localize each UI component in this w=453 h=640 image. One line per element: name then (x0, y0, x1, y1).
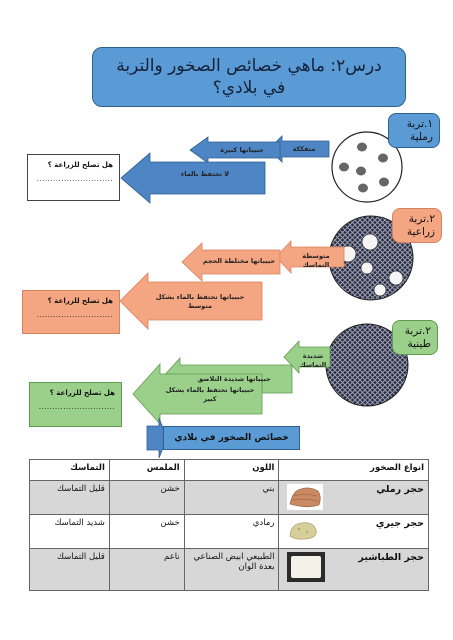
header-cohesion: التماسك (29, 459, 110, 481)
sandstone-image (287, 484, 324, 510)
rock-name-text: حجر رملي (376, 484, 424, 495)
clay-arrow-3-text: حبيباتها تحتفظ بالماء بشكل كبير (165, 386, 255, 403)
cell-rock-name: حجر الطباشير (278, 548, 429, 591)
sandy-arrow-2 (189, 136, 281, 164)
cell-texture: خشن (108, 480, 185, 515)
cell-color: رمادي (183, 514, 280, 549)
table-row: حجر رملي بني خشن قليل التماسك (29, 480, 429, 515)
agri-arrow-1 (275, 239, 345, 275)
rocks-banner-text: خصائص الصخور في بلادي (174, 433, 289, 443)
answer-line: ............................ (38, 403, 115, 411)
header-color: اللون (183, 459, 280, 481)
sand-grain (356, 166, 366, 176)
agri-grain (388, 270, 404, 286)
agri-arrow-2-text: حبيباتها مختلطة الحجم (202, 257, 276, 265)
soil-label-agri: ٢.تربة زراعية (392, 208, 442, 243)
clay-arrow-3 (132, 362, 263, 426)
question-box-agri[interactable]: هل تصلح للزراعة ؟ ......................… (22, 290, 120, 334)
table-header-row: انواع الصخور اللون الملمس التماسك (29, 459, 429, 481)
chalk-image (287, 552, 326, 582)
limestone-image (290, 522, 318, 540)
cell-texture: خشن (108, 514, 185, 549)
sand-grain (357, 142, 367, 152)
soil-label-sandy-text: ١.تربة رملية (406, 118, 433, 143)
question-box-clay[interactable]: هل تصلح للزراعة ؟ ......................… (29, 382, 122, 427)
sandy-arrow-3-text: لا تحتفظ بالماء (180, 170, 230, 178)
lesson-title: درس٢: ماهي خصائص الصخور والتربة في بلادي… (92, 47, 406, 107)
header-rock-type: انواع الصخور (278, 459, 429, 481)
sand-grain (339, 162, 349, 172)
header-texture: الملمس (108, 459, 185, 481)
soil-label-sandy: ١.تربة رملية (388, 113, 440, 148)
cell-rock-name: حجر رملي (278, 480, 429, 515)
question-text: هل تصلح للزراعة ؟ (47, 161, 113, 169)
question-text: هل تصلح للزراعة ؟ (49, 389, 115, 397)
cell-texture: ناعم (108, 548, 185, 591)
answer-line: ............................ (36, 311, 113, 319)
sand-grain (379, 177, 389, 187)
clay-arrow-2-text: حبيباتها شديدة التلاصق (197, 375, 271, 383)
cell-color: بني (183, 480, 280, 515)
clay-arrow-1-text: شديدة التماسك (299, 352, 327, 369)
agri-arrow-3 (119, 272, 263, 330)
soil-label-clay: ٢.تربة طينية (392, 320, 438, 355)
table-row: حجر جيري رمادي خشن شديد التماسك (29, 514, 429, 549)
soil-label-clay-text: ٢.تربة طينية (404, 325, 431, 350)
sand-grain (378, 153, 388, 163)
sandy-arrow-1-text: متفككة (292, 145, 316, 153)
cell-cohesion: قليل التماسك (29, 548, 110, 591)
rock-name-text: حجر جيري (375, 518, 424, 529)
rocks-banner: خصائص الصخور في بلادي (163, 426, 300, 450)
cell-rock-name: حجر جيري (278, 514, 429, 549)
rock-name-text: حجر الطباشير (358, 552, 424, 563)
lesson-title-text: درس٢: ماهي خصائص الصخور والتربة في بلادي… (116, 56, 382, 98)
agri-arrow-3-text: حبيباتها تحتفظ بالماء بشكل متوسط (155, 293, 245, 310)
answer-line: ............................ (36, 175, 113, 183)
agri-grain (361, 233, 379, 251)
agri-grain (373, 283, 387, 297)
question-text: هل تصلح للزراعة ؟ (47, 297, 113, 305)
agri-grain (360, 261, 374, 275)
agri-arrow-2 (181, 242, 281, 282)
sand-grain (358, 183, 368, 193)
question-box-sandy[interactable]: هل تصلح للزراعة ؟ ......................… (27, 154, 120, 201)
table-row: حجر الطباشير الطبيعي ابيض الصناعي بعدة ا… (29, 548, 429, 591)
rocks-table: انواع الصخور اللون الملمس التماسك حجر رم… (29, 459, 429, 591)
sandy-arrow-3 (120, 152, 266, 204)
agri-arrow-1-text: متوسطة التماسك (302, 252, 330, 269)
cell-cohesion: قليل التماسك (29, 480, 110, 515)
cell-cohesion: شديد التماسك (29, 514, 110, 549)
soil-label-agri-text: ٢.تربة زراعية (406, 213, 435, 238)
cell-color: الطبيعي ابيض الصناعي بعدة الوان (183, 548, 280, 591)
sandy-arrow-2-text: حبيباتها كبيرة (220, 146, 264, 154)
